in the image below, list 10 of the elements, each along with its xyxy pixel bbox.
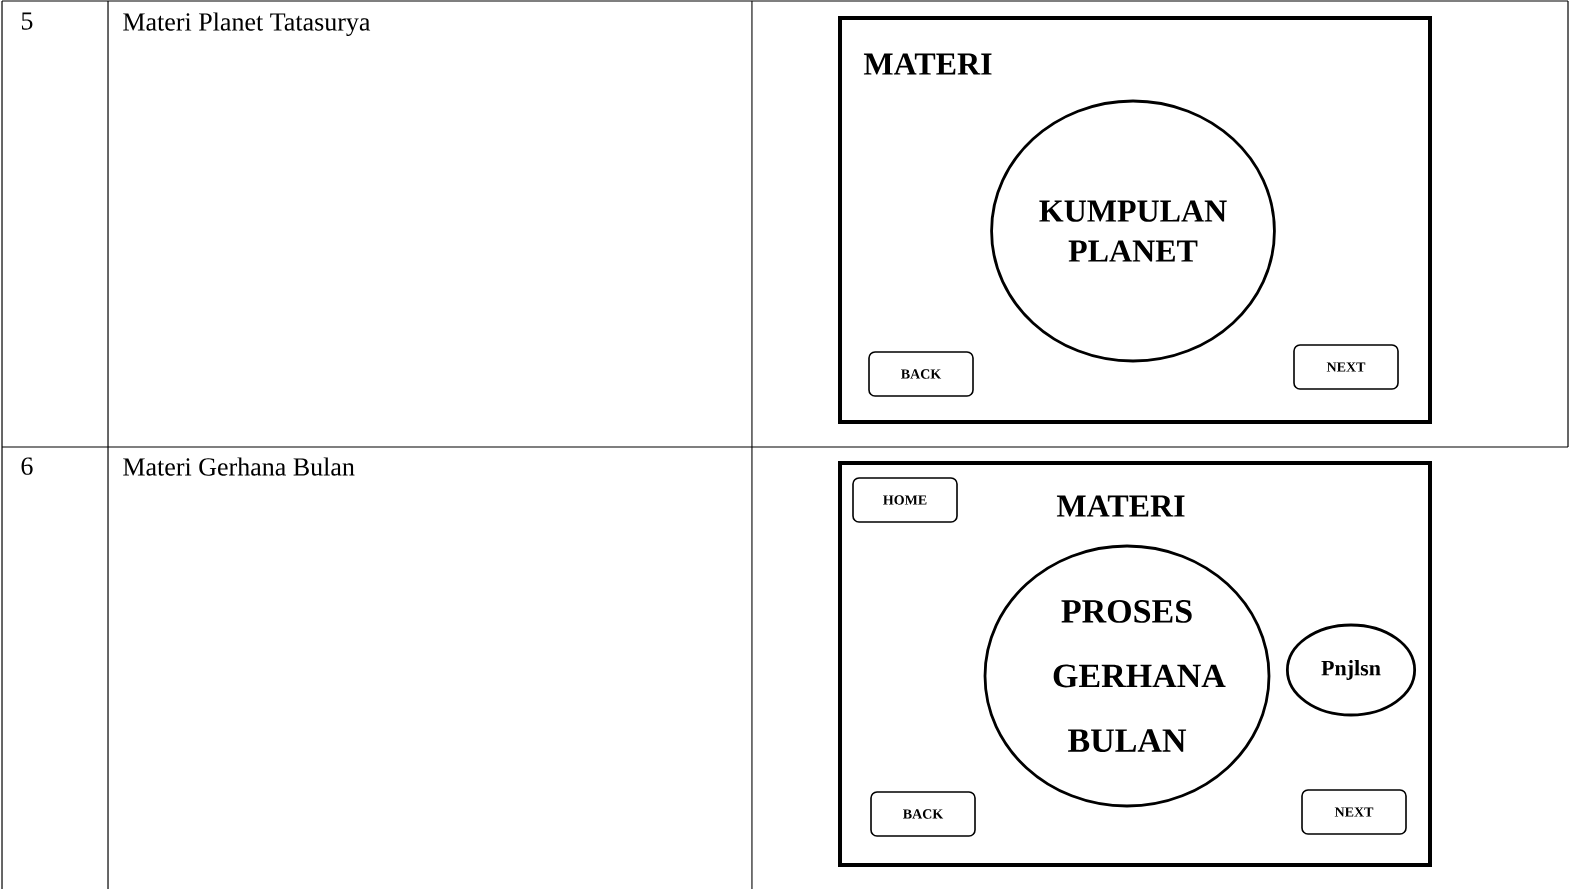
- row-number: 6: [21, 457, 33, 475]
- nav-button: BACK: [870, 791, 976, 837]
- cell-text: Materi Gerhana Bulan: [123, 457, 355, 476]
- cell-text: Materi Planet Tatasurya: [123, 12, 371, 37]
- row-number: 5: [21, 12, 33, 30]
- explanation-button: Pnjlsn: [1285, 623, 1417, 717]
- nav-button: NEXT: [1301, 789, 1407, 835]
- nav-button: NEXT: [1293, 344, 1399, 390]
- nav-button: HOME: [852, 477, 958, 523]
- nav-button: BACK: [868, 351, 974, 397]
